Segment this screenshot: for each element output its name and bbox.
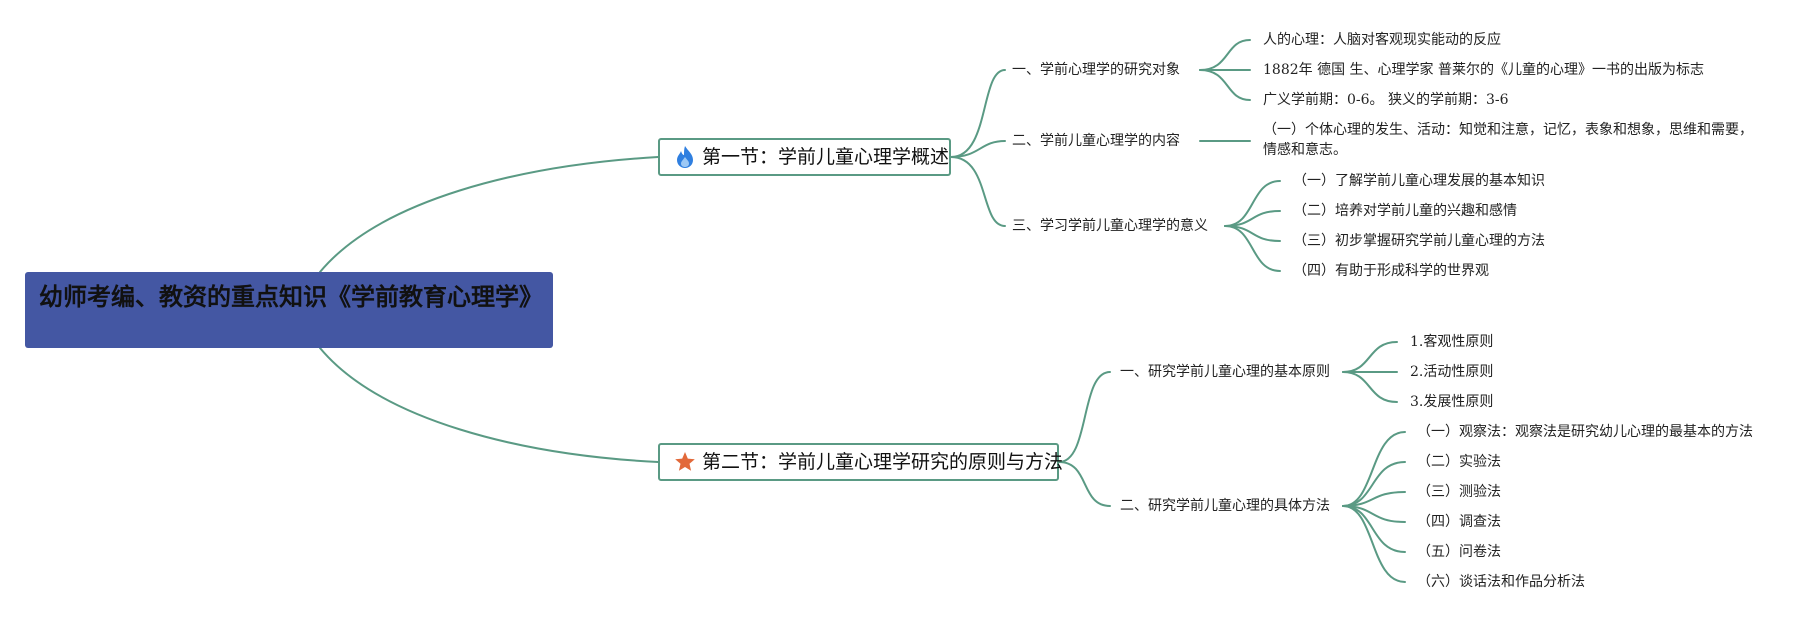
topic-basic-principles[interactable]: 一、研究学前儿童心理的基本原则 (1120, 364, 1330, 380)
item-preschool-period[interactable]: 广义学前期：0-6。 狭义的学前期：3-6 (1263, 92, 1509, 108)
root-topic[interactable]: 幼师考编、教资的重点知识《学前教育心理学》 (25, 272, 553, 348)
topic-specific-methods[interactable]: 二、研究学前儿童心理的具体方法 (1120, 498, 1330, 514)
item-human-mind[interactable]: 人的心理：人脑对客观现实能动的反应 (1263, 32, 1501, 48)
topic-psychology-content[interactable]: 二、学前儿童心理学的内容 (1012, 133, 1180, 149)
item-cultivate-interest[interactable]: （二）培养对学前儿童的兴趣和感情 (1293, 203, 1517, 219)
item-observation-method[interactable]: （一）观察法：观察法是研究幼儿心理的最基本的方法 (1417, 424, 1753, 440)
item-understand-knowledge[interactable]: （一）了解学前儿童心理发展的基本知识 (1293, 173, 1545, 189)
item-development-principle[interactable]: 3.发展性原则 (1410, 394, 1494, 410)
item-test-method[interactable]: （三）测验法 (1417, 484, 1501, 500)
root-title: 幼师考编、教资的重点知识《学前教育心理学》 (39, 283, 543, 311)
section-2-label: 第二节：学前儿童心理学研究的原则与方法 (702, 451, 1064, 473)
item-survey-method[interactable]: （四）调查法 (1417, 514, 1501, 530)
item-activity-principle[interactable]: 2.活动性原则 (1410, 364, 1494, 380)
item-questionnaire-method[interactable]: （五）问卷法 (1417, 544, 1501, 560)
item-scientific-worldview[interactable]: （四）有助于形成科学的世界观 (1293, 263, 1489, 279)
topic-study-significance[interactable]: 三、学习学前儿童心理学的意义 (1012, 218, 1208, 234)
item-1882-origin[interactable]: 1882年 德国 生、心理学家 普莱尔的《儿童的心理》一书的出版为标志 (1263, 62, 1704, 78)
topic-research-object[interactable]: 一、学前心理学的研究对象 (1012, 62, 1180, 78)
section-2-node[interactable]: 第二节：学前儿童心理学研究的原则与方法 (658, 443, 1063, 481)
section-1-label: 第一节：学前儿童心理学概述 (702, 146, 950, 168)
item-experiment-method[interactable]: （二）实验法 (1417, 454, 1501, 470)
section-1-node[interactable]: 第一节：学前儿童心理学概述 (658, 138, 951, 176)
item-objectivity-principle[interactable]: 1.客观性原则 (1410, 334, 1494, 350)
item-individual-psychology[interactable]: （一）个体心理的发生、活动：知觉和注意，记忆，表象和想象，思维和需要，情感和意志… (1263, 122, 1753, 158)
star-icon (674, 450, 696, 474)
item-master-methods[interactable]: （三）初步掌握研究学前儿童心理的方法 (1293, 233, 1545, 249)
fire-icon (674, 145, 696, 169)
item-interview-work-analysis[interactable]: （六）谈话法和作品分析法 (1417, 574, 1585, 590)
